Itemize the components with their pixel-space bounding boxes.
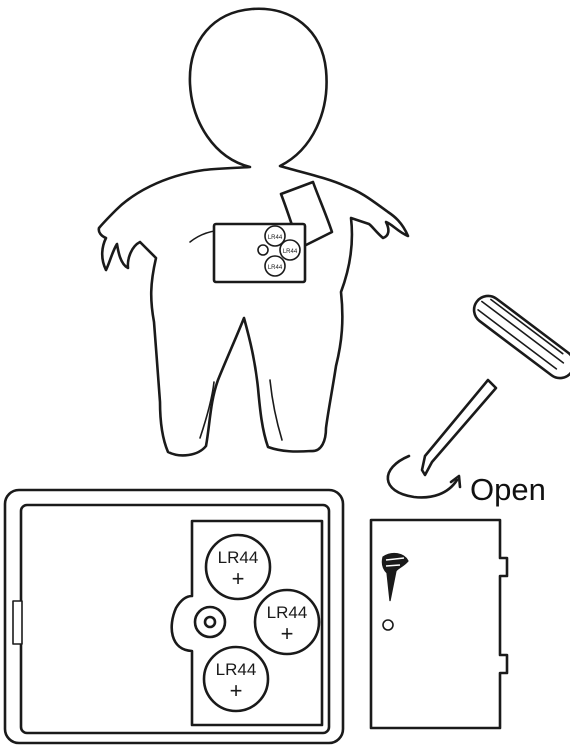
open-label: Open bbox=[470, 472, 546, 507]
battery-cover bbox=[369, 518, 509, 730]
svg-text:LR44: LR44 bbox=[268, 235, 283, 241]
battery-polarity-label: + bbox=[230, 678, 243, 703]
left-leg-seam bbox=[199, 381, 215, 439]
contact-terminal bbox=[193, 605, 227, 639]
doll-battery-cells: LR44 LR44 LR44 bbox=[257, 225, 301, 277]
battery-type-label: LR44 bbox=[267, 603, 308, 622]
battery-type-label: LR44 bbox=[216, 660, 257, 679]
battery-cell: LR44 + bbox=[253, 588, 321, 656]
doll-outline bbox=[97, 7, 410, 457]
suit-flap bbox=[279, 180, 334, 250]
battery-polarity-label: + bbox=[232, 566, 245, 591]
battery-tray bbox=[170, 519, 324, 727]
rotate-arrow-icon bbox=[386, 454, 462, 499]
battery-polarity-label: + bbox=[281, 621, 294, 646]
right-leg-seam bbox=[269, 379, 283, 441]
screwdriver bbox=[420, 294, 570, 477]
svg-text:LR44: LR44 bbox=[283, 249, 298, 255]
battery-compartment: LR44 + LR44 + LR44 + bbox=[3, 488, 345, 745]
svg-text:LR44: LR44 bbox=[268, 265, 283, 271]
battery-type-label: LR44 bbox=[218, 548, 259, 567]
screwdriver-handle bbox=[472, 294, 570, 380]
battery-cell: LR44 + bbox=[204, 533, 272, 601]
doll-figure: LR44 LR44 LR44 bbox=[97, 7, 410, 457]
screwdriver-shaft bbox=[420, 378, 498, 477]
screw-icon bbox=[381, 552, 409, 602]
battery-cell: LR44 + bbox=[202, 645, 270, 713]
cover-hole bbox=[382, 619, 394, 631]
